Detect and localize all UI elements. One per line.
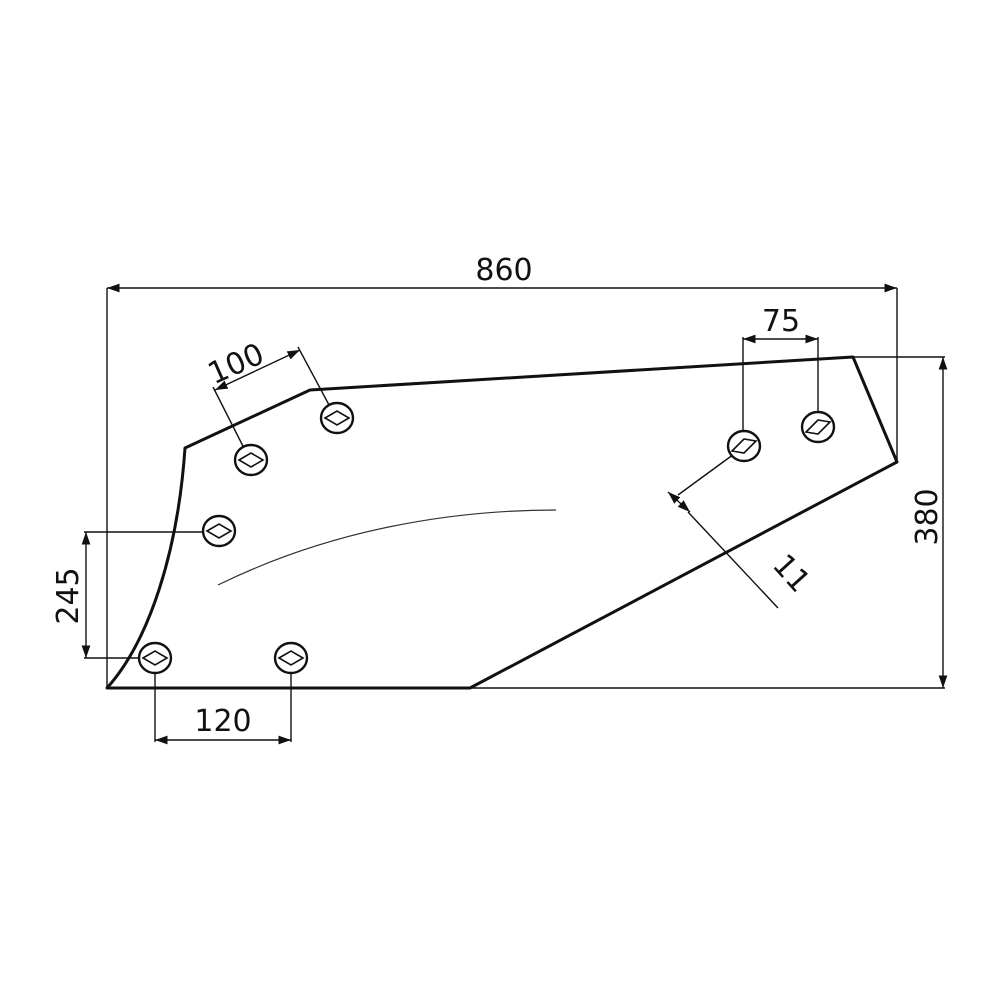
extension-line-11-b <box>687 511 779 609</box>
dimension-245-label: 245 <box>51 567 86 624</box>
dimension-860-label: 860 <box>475 253 532 288</box>
hole-right-b <box>800 410 836 444</box>
hole-top-left <box>319 401 355 435</box>
dimension-100-label: 100 <box>203 337 270 392</box>
hole-bottom-right <box>273 641 309 675</box>
hole-bottom-left <box>137 641 173 675</box>
dimension-11-label: 11 <box>765 548 817 600</box>
dimension-380-label: 380 <box>910 488 945 545</box>
hole-middle-left <box>201 514 237 548</box>
dimension-120-label: 120 <box>194 704 251 739</box>
hole-right-a <box>726 429 762 463</box>
surface-curve <box>217 509 557 586</box>
dimension-line-100 <box>214 349 301 391</box>
dimension-line-11 <box>667 491 691 513</box>
dimension-75-label: 75 <box>762 304 800 339</box>
plough-share-outline <box>105 355 899 690</box>
hole-upper-left <box>233 443 269 477</box>
